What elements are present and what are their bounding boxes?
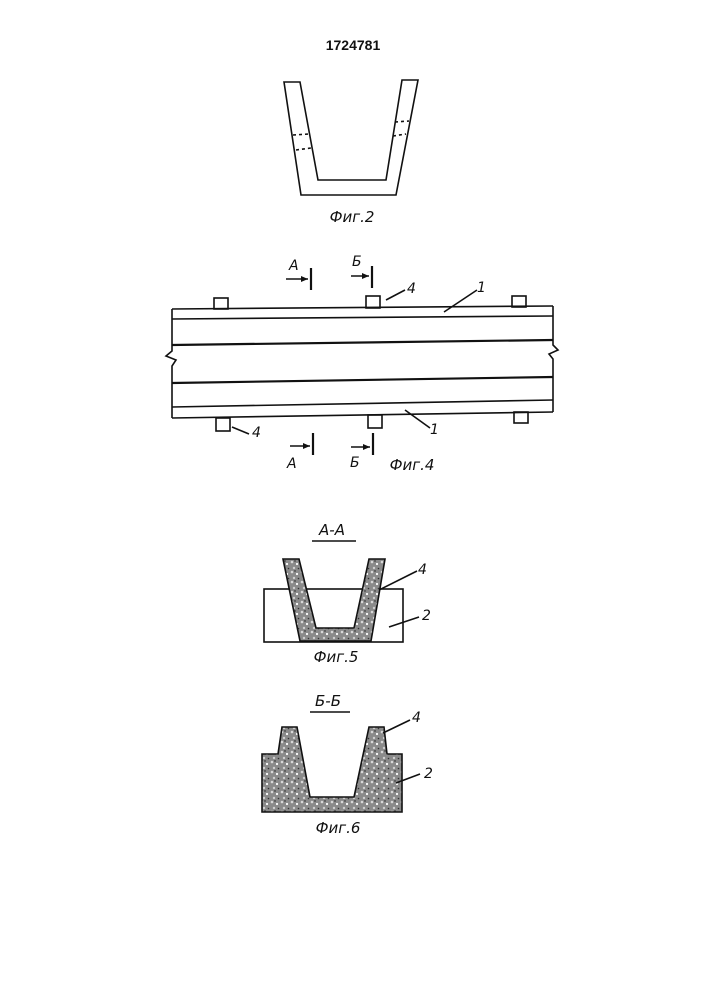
block-with-insert-section <box>262 727 402 812</box>
ref-block-label: 2 <box>422 608 431 624</box>
patent-number: 1724781 <box>326 37 381 53</box>
fig4-caption: Фиг.4 <box>390 456 435 474</box>
insert-tab <box>216 418 230 431</box>
fig6-caption: Фиг.6 <box>316 819 361 837</box>
insert-tab <box>214 298 228 309</box>
fig2-caption: Фиг.2 <box>330 208 375 226</box>
fig5-section <box>264 559 419 642</box>
ref-block-label: 2 <box>424 766 433 782</box>
u-insert-section <box>283 559 385 641</box>
section-a-label: А <box>288 258 299 274</box>
ref-insert-label: 4 <box>407 281 416 297</box>
ref-insert-label: 4 <box>252 425 261 441</box>
fig2-u-profile <box>284 80 418 195</box>
ref-rail-label: 1 <box>477 280 486 296</box>
fig5-title: А-А <box>318 521 345 539</box>
ref-rail-label: 1 <box>430 422 439 438</box>
insert-tab <box>368 415 382 428</box>
fig6-title: Б-Б <box>315 692 341 710</box>
fig6-section <box>262 720 420 812</box>
ref-insert-label: 4 <box>418 562 427 578</box>
insert-tab <box>366 296 380 308</box>
section-a-label: А <box>286 456 297 472</box>
insert-tab <box>514 412 528 423</box>
insert-tab <box>512 296 526 307</box>
section-b-label: Б <box>350 455 360 471</box>
ref-insert-label: 4 <box>412 710 421 726</box>
fig5-caption: Фиг.5 <box>314 648 359 666</box>
section-b-label: Б <box>352 254 362 270</box>
fig4-plan-view <box>166 266 558 455</box>
